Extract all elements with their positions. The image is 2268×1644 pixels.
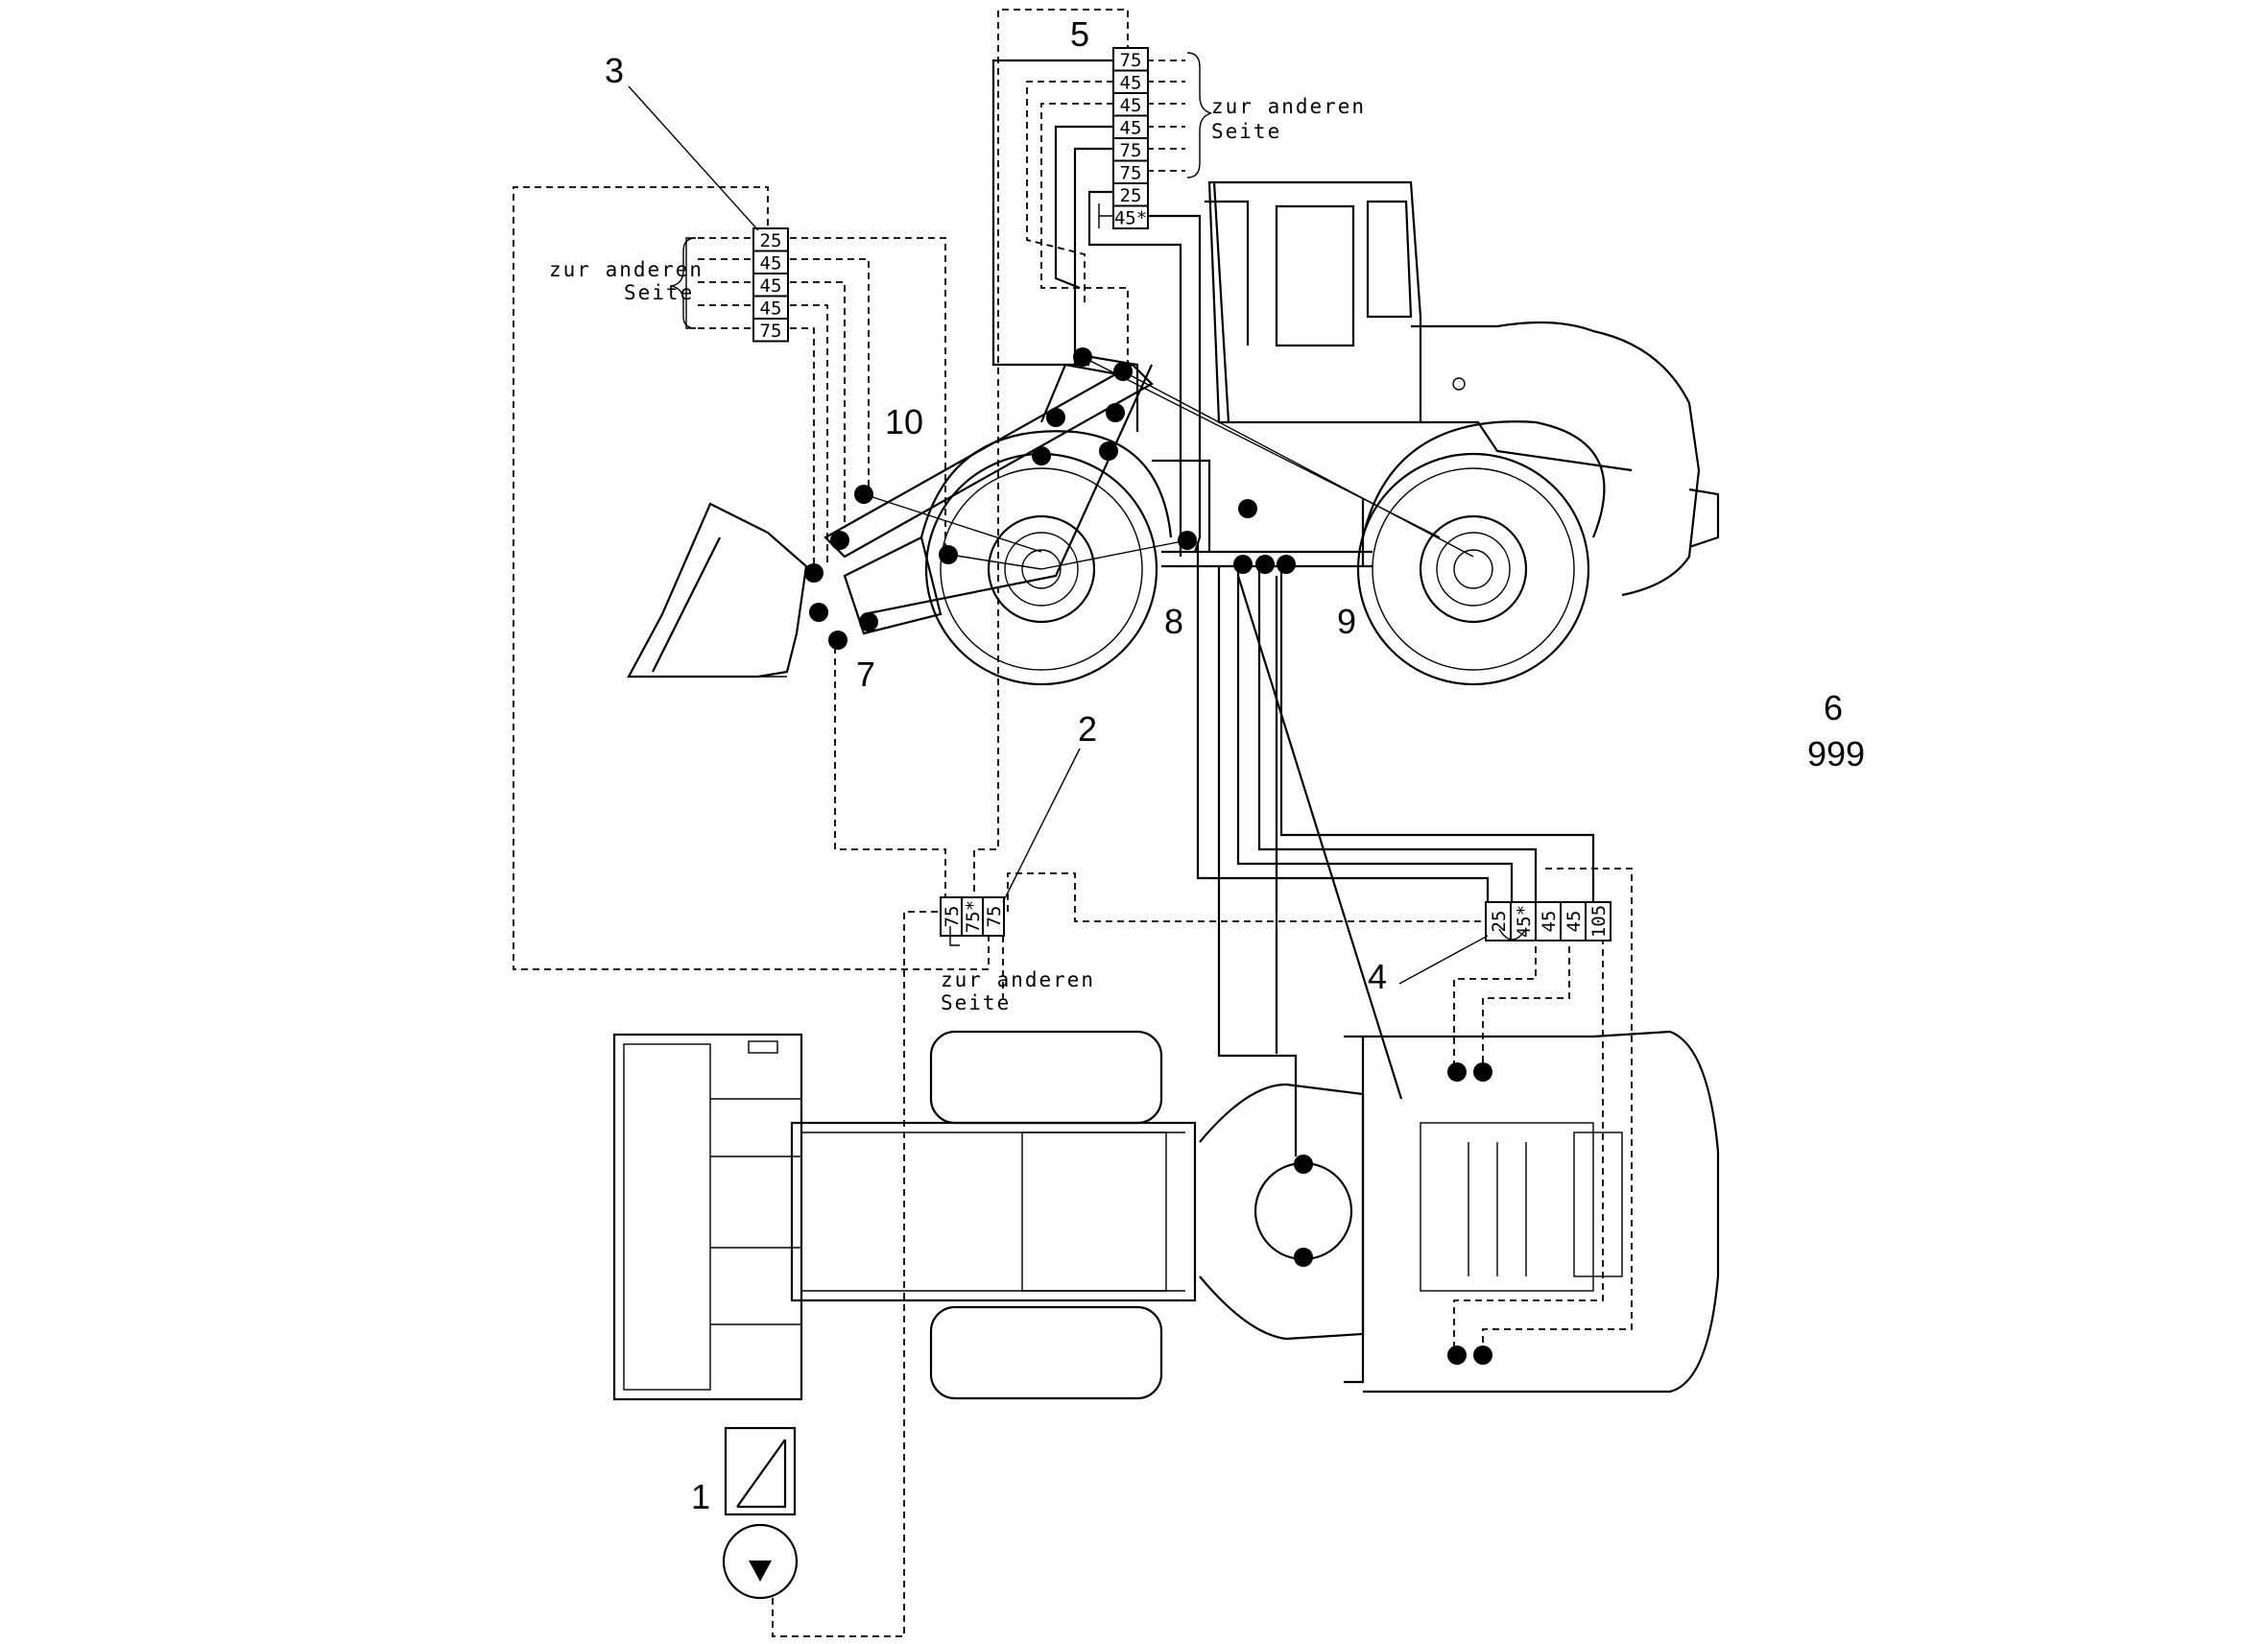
other-side-notes: zur anderen Seite zur anderen Seite zur … bbox=[549, 95, 1366, 1014]
block4-port-label-4: 105 bbox=[1588, 905, 1610, 938]
leader-lines bbox=[628, 85, 1489, 985]
block3-port-4: 75 bbox=[752, 318, 789, 343]
block5-port-4: 75 bbox=[1112, 137, 1149, 162]
rear-wheel bbox=[1356, 452, 1590, 686]
callout-8: 8 bbox=[1164, 602, 1183, 641]
note-block5-line2: Seite bbox=[1211, 120, 1281, 143]
block2-port-label-1: 75* bbox=[963, 900, 984, 933]
callout-10: 10 bbox=[885, 402, 923, 441]
block5-port-label-0: 75 bbox=[1120, 50, 1142, 71]
block5-port-label-5: 75 bbox=[1120, 162, 1142, 183]
note-block3-line1: zur anderen bbox=[549, 258, 704, 281]
block3-port-label-0: 25 bbox=[760, 230, 782, 251]
grease-points-top bbox=[1294, 1062, 1492, 1365]
block5-port-label-6: 25 bbox=[1120, 185, 1142, 206]
front-axle-hub bbox=[1199, 1083, 1365, 1341]
block2-port-1: 75* bbox=[961, 896, 984, 937]
callout-4: 4 bbox=[1368, 957, 1387, 996]
block3-port-label-4: 75 bbox=[760, 321, 782, 342]
block5-port-7: 45* bbox=[1112, 204, 1149, 229]
block2-port-0: 75 bbox=[940, 896, 963, 937]
block5-port-6: 25 bbox=[1112, 182, 1149, 207]
callout-9: 9 bbox=[1337, 602, 1356, 641]
block3-port-label-2: 45 bbox=[760, 275, 782, 297]
block2-port-label-0: 75 bbox=[942, 906, 963, 928]
block4-port-2: 45 bbox=[1535, 901, 1562, 941]
rear-frame-top bbox=[1344, 1030, 1720, 1394]
block4-port-4: 105 bbox=[1585, 901, 1611, 941]
block3-port-2: 45 bbox=[752, 273, 789, 298]
block5-port-label-7: 45* bbox=[1114, 207, 1147, 228]
block5-port-label-4: 75 bbox=[1120, 140, 1142, 161]
callout-1: 1 bbox=[691, 1477, 710, 1516]
pump-unit bbox=[722, 1426, 799, 1600]
engine-hood bbox=[1411, 321, 1720, 597]
block5-port-0: 75 bbox=[1112, 47, 1149, 72]
lift-arm bbox=[824, 353, 1154, 635]
lift-frame-top bbox=[790, 1121, 1197, 1302]
block3-port-label-3: 45 bbox=[760, 298, 782, 319]
cab bbox=[1205, 180, 1422, 424]
block4-port-label-2: 45 bbox=[1539, 911, 1560, 933]
piping bbox=[513, 9, 1633, 1637]
block4-port-label-3: 45 bbox=[1564, 911, 1585, 933]
front-tyres-top bbox=[929, 1030, 1163, 1400]
brace-block5 bbox=[1186, 52, 1212, 179]
callout-5: 5 bbox=[1070, 14, 1089, 54]
note-block2-line2: Seite bbox=[941, 991, 1011, 1014]
callout-3: 3 bbox=[605, 51, 624, 90]
block4-port-1: 45* bbox=[1510, 901, 1537, 941]
loader-side-view bbox=[627, 180, 1720, 686]
callout-2: 2 bbox=[1078, 709, 1097, 749]
block5-port-3: 45 bbox=[1112, 114, 1149, 139]
note-block2-line1: zur anderen bbox=[941, 968, 1095, 991]
loader-top-view bbox=[612, 1030, 1720, 1401]
note-block5-line1: zur anderen bbox=[1211, 95, 1366, 118]
block5-port-2: 45 bbox=[1112, 92, 1149, 117]
callout-7: 7 bbox=[856, 655, 875, 694]
block5-port-label-1: 45 bbox=[1120, 72, 1142, 93]
block3-port-label-1: 45 bbox=[760, 252, 782, 274]
block4-port-label-0: 25 bbox=[1489, 911, 1510, 933]
bucket bbox=[627, 502, 808, 679]
note-block3-line2: Seite bbox=[624, 281, 694, 304]
callout-labels: 1 2 3 4 5 7 8 9 10 6 999 bbox=[605, 14, 1865, 1516]
block2-port-2: 75 bbox=[982, 896, 1005, 937]
block4-port-0: 25 bbox=[1485, 901, 1512, 941]
block3-port-3: 45 bbox=[752, 295, 789, 320]
block3-port-1: 45 bbox=[752, 250, 789, 274]
block5-port-label-3: 45 bbox=[1120, 117, 1142, 138]
callout-6: 6 bbox=[1824, 688, 1843, 727]
block3-port-0: 25 bbox=[752, 227, 789, 252]
block5-port-5: 75 bbox=[1112, 159, 1149, 184]
block4-port-label-1: 45* bbox=[1514, 905, 1535, 938]
block2-port-label-2: 75 bbox=[984, 906, 1005, 928]
block5-port-1: 45 bbox=[1112, 69, 1149, 94]
block4-port-3: 45 bbox=[1560, 901, 1587, 941]
callout-999: 999 bbox=[1807, 734, 1865, 774]
brace-block3 bbox=[671, 237, 697, 329]
bucket-top bbox=[612, 1033, 803, 1401]
block5-port-label-2: 45 bbox=[1120, 95, 1142, 116]
